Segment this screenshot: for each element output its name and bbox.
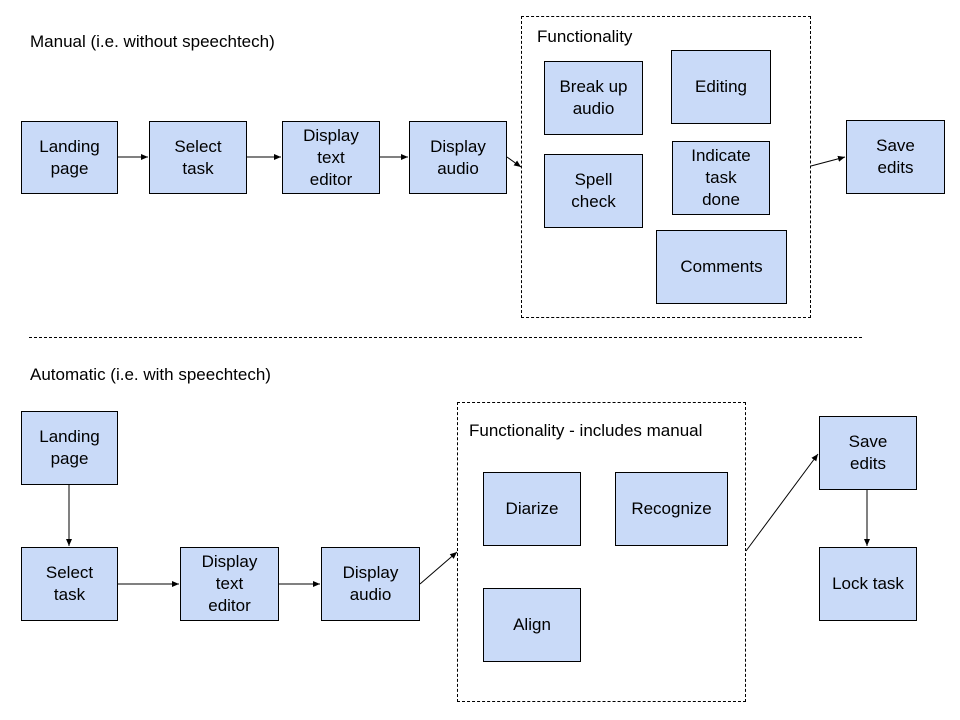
- automatic-align-node[interactable]: Align: [483, 588, 581, 662]
- automatic-section-label: Automatic (i.e. with speechtech): [30, 365, 271, 384]
- automatic-recognize-node[interactable]: Recognize: [615, 472, 728, 546]
- automatic-landing-page-node[interactable]: Landing page: [21, 411, 118, 485]
- arrow-manual-functionality-to-save: [810, 155, 846, 167]
- automatic-diarize-node[interactable]: Diarize: [483, 472, 581, 546]
- manual-functionality-group: [521, 16, 811, 318]
- automatic-display-audio-node[interactable]: Display audio: [321, 547, 420, 621]
- manual-select-task-node[interactable]: Select task: [149, 121, 247, 194]
- automatic-functionality-title: Functionality - includes manual: [469, 421, 703, 440]
- manual-comments-node[interactable]: Comments: [656, 230, 787, 304]
- manual-spell-check-node[interactable]: Spell check: [544, 154, 643, 228]
- automatic-functionality-group: [457, 402, 746, 702]
- manual-functionality-title: Functionality: [537, 27, 633, 46]
- automatic-select-task-node[interactable]: Select task: [21, 547, 118, 621]
- manual-indicate-task-done-node[interactable]: Indicate task done: [672, 141, 770, 215]
- manual-display-audio-node[interactable]: Display audio: [409, 121, 507, 194]
- manual-save-edits-node[interactable]: Save edits: [846, 120, 945, 194]
- arrow-auto-audio-to-functionality: [419, 551, 458, 585]
- arrow-manual-audio-to-functionality: [506, 156, 522, 168]
- manual-break-up-audio-node[interactable]: Break up audio: [544, 61, 643, 135]
- automatic-lock-task-node[interactable]: Lock task: [819, 547, 917, 621]
- section-divider: [29, 337, 862, 338]
- automatic-save-edits-node[interactable]: Save edits: [819, 416, 917, 490]
- manual-landing-page-node[interactable]: Landing page: [21, 121, 118, 194]
- manual-section-label: Manual (i.e. without speechtech): [30, 32, 275, 51]
- manual-editing-node[interactable]: Editing: [671, 50, 771, 124]
- manual-display-text-editor-node[interactable]: Display text editor: [282, 121, 380, 194]
- automatic-display-text-editor-node[interactable]: Display text editor: [180, 547, 279, 621]
- arrow-auto-functionality-to-save: [745, 453, 819, 552]
